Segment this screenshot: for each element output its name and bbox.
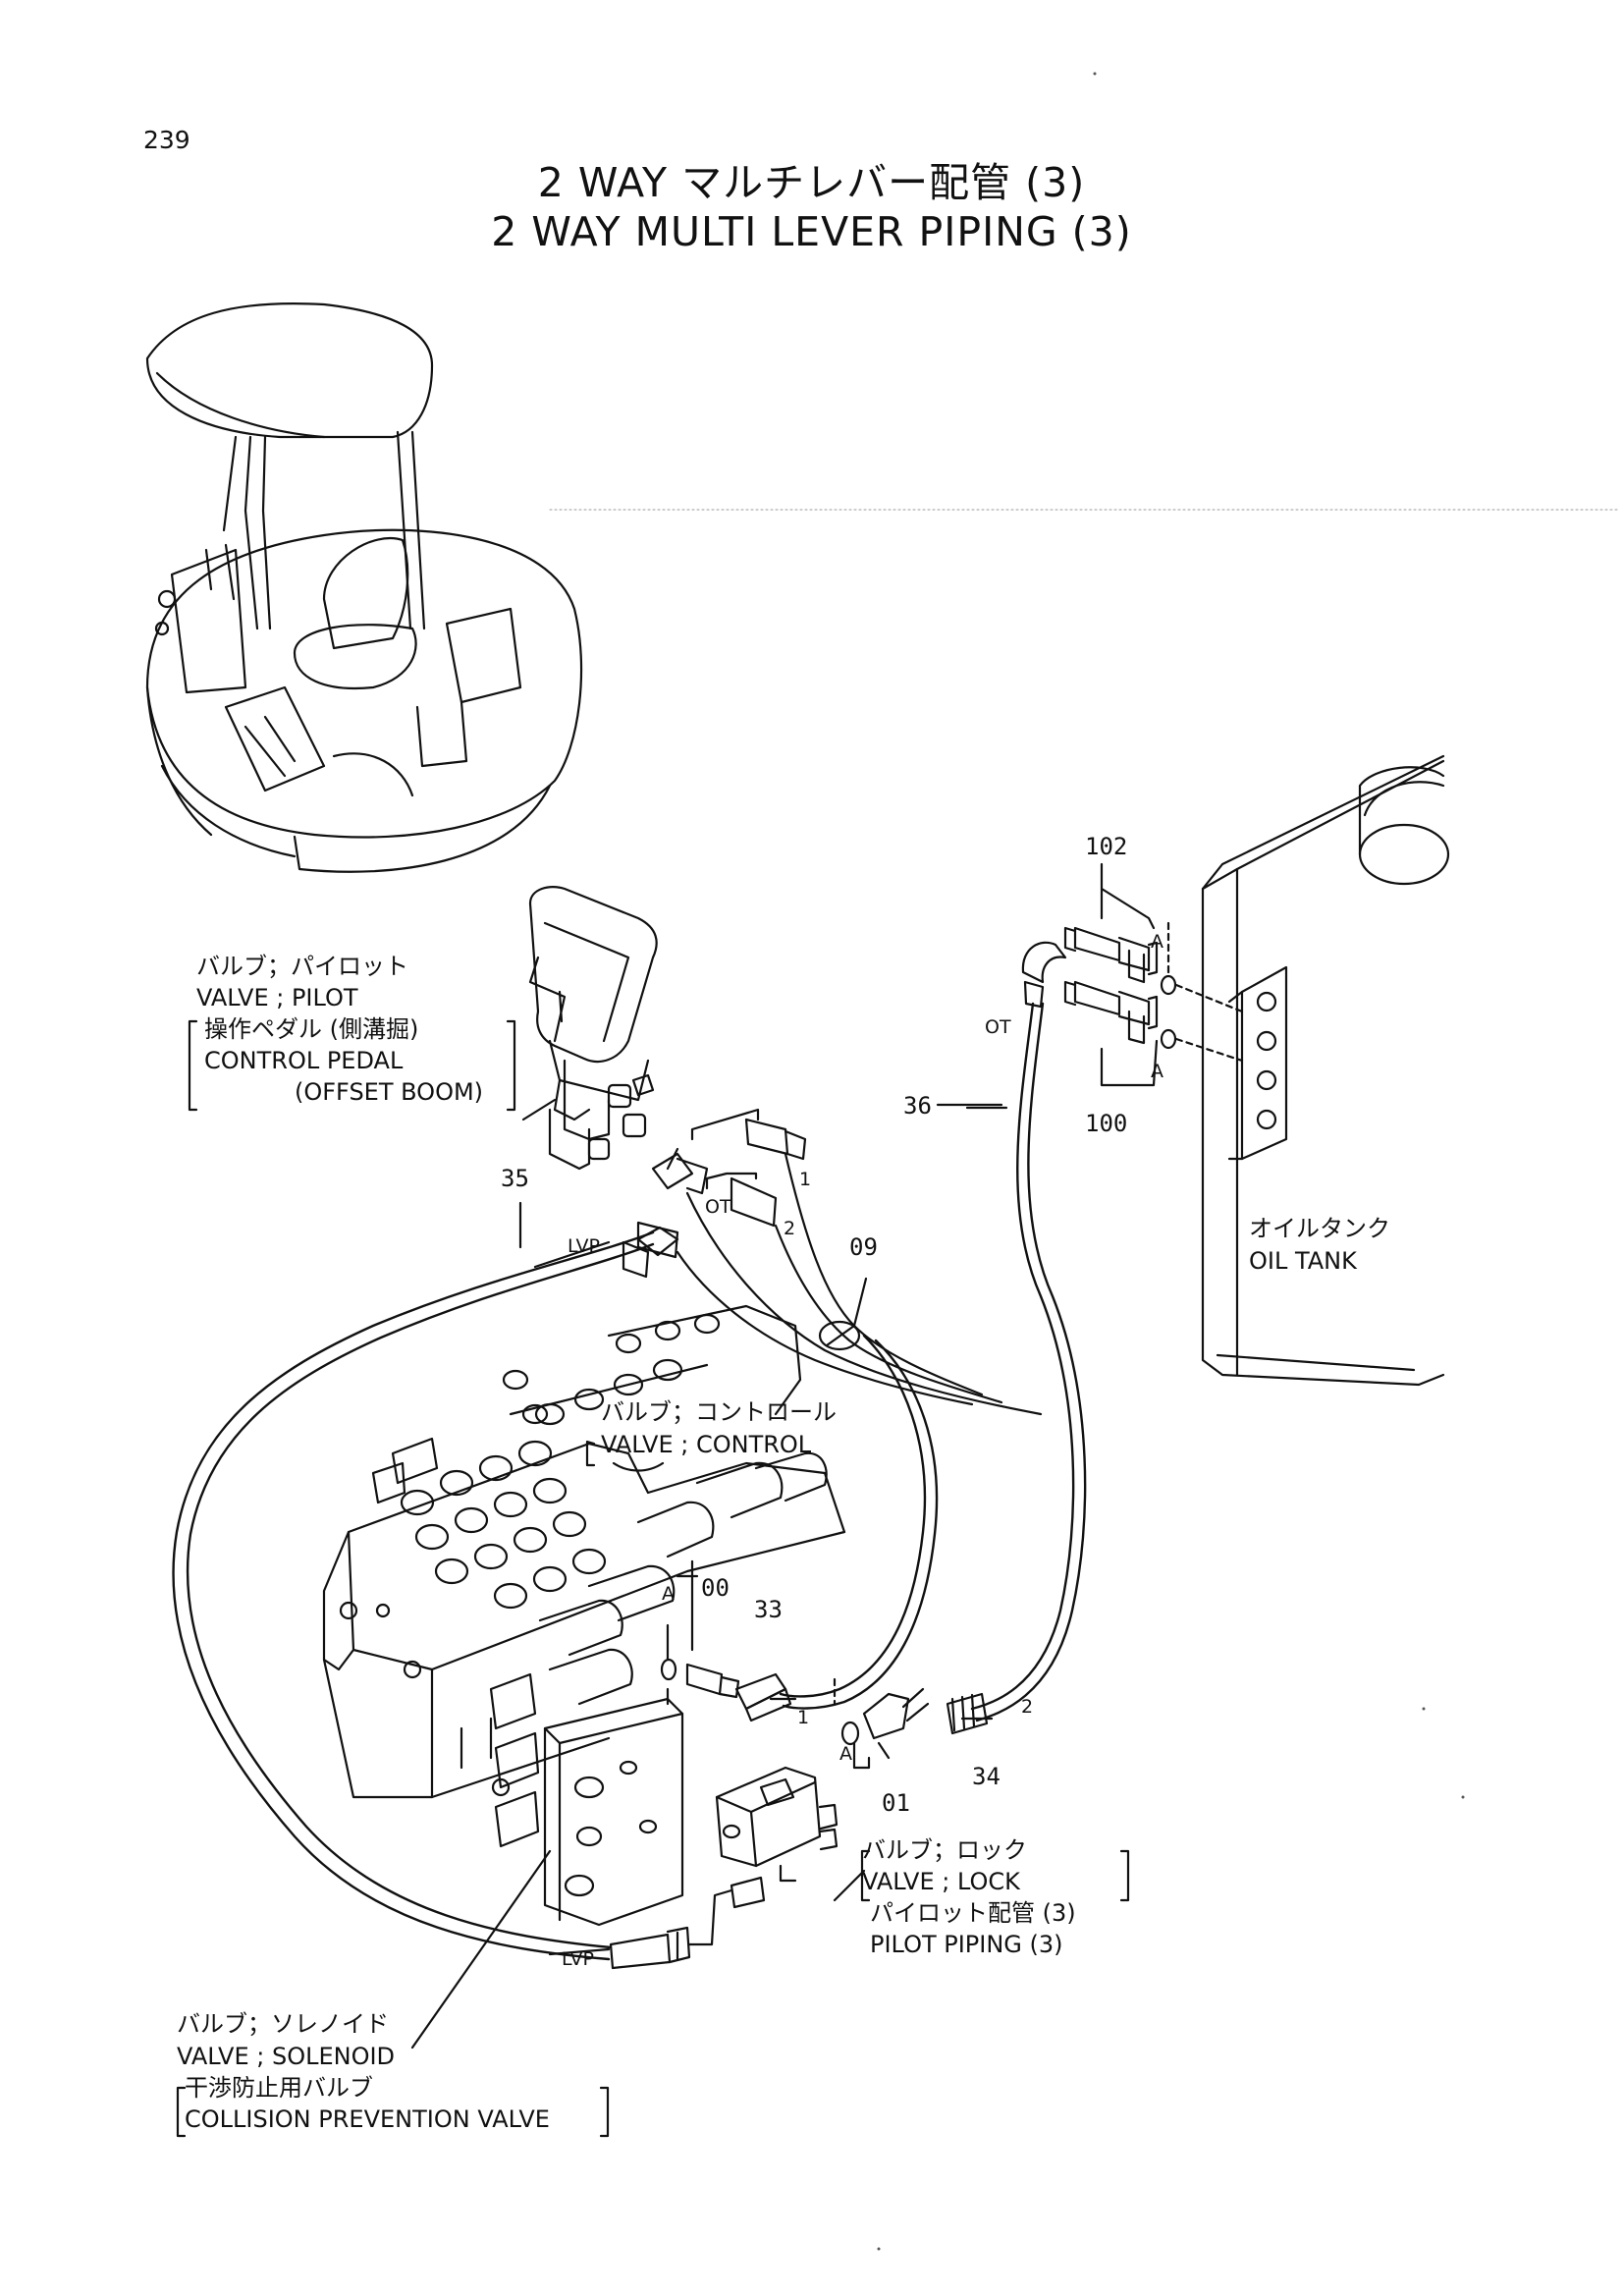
lock-valve-sub-en: PILOT PIPING (3)	[870, 1931, 1063, 1958]
oil-tank-illustration	[1201, 754, 1450, 1387]
hose-35	[172, 1230, 655, 1961]
part-number-09: 09	[849, 1233, 878, 1261]
part-number-01: 01	[882, 1789, 910, 1817]
marker-hose-2-top: 2	[784, 1218, 796, 1239]
lock-valve-sub-jp: パイロット配管 (3)	[870, 1899, 1076, 1927]
part-number-100: 100	[1085, 1110, 1128, 1137]
control-valve-label-en: VALVE ; CONTROL	[601, 1431, 812, 1458]
machine-overview-illustration	[145, 301, 583, 873]
marker-lvp-top: LVP	[568, 1235, 600, 1257]
solenoid-valve-label-jp: バルブ；ソレノイド	[177, 2010, 389, 2038]
oil-tank-label-en: OIL TANK	[1249, 1247, 1357, 1275]
marker-hose-2-bottom: 2	[1021, 1696, 1034, 1718]
marker-hose-1-bottom: 1	[797, 1707, 810, 1728]
control-valve-label-jp: バルブ；コントロール	[601, 1398, 837, 1426]
lock-valve-label-en: VALVE ; LOCK	[862, 1868, 1020, 1895]
solenoid-valve-label-en: VALVE ; SOLENOID	[177, 2043, 396, 2070]
solenoid-valve-sub-jp: 干渉防止用バルブ	[185, 2074, 373, 2102]
marker-a-100: A	[1151, 1061, 1163, 1082]
part-number-34: 34	[972, 1763, 1001, 1790]
pilot-valve-label-en: VALVE ; PILOT	[196, 984, 358, 1011]
part-number-33: 33	[754, 1596, 783, 1623]
title-english: 2 WAY MULTI LEVER PIPING (3)	[491, 208, 1132, 255]
marker-hose-1-top: 1	[799, 1169, 812, 1190]
pilot-valve-sub-en2: (OFFSET BOOM)	[295, 1078, 484, 1106]
pilot-pedal-valve	[528, 886, 658, 1171]
page-number: 239	[143, 126, 190, 154]
pilot-valve-label-jp: バルブ；パイロット	[196, 953, 408, 980]
part-number-35: 35	[501, 1165, 529, 1192]
part-number-00: 00	[701, 1574, 730, 1602]
solenoid-valve-body	[489, 1672, 684, 1927]
lock-valve-body	[715, 1766, 839, 1883]
tee-fitting-102	[1063, 926, 1159, 984]
marker-a-00: A	[662, 1583, 675, 1605]
marker-a-01: A	[839, 1743, 852, 1765]
hose-36	[970, 1002, 1075, 1711]
part-number-102: 102	[1085, 833, 1128, 860]
title-japanese: 2 WAY マルチレバー配管 (3)	[537, 159, 1086, 206]
control-valve-body	[322, 1304, 846, 1799]
marker-a-102: A	[1151, 931, 1163, 953]
solenoid-valve-sub-en: COLLISION PREVENTION VALVE	[185, 2105, 550, 2133]
pilot-valve-sub-en: CONTROL PEDAL	[204, 1047, 404, 1074]
lock-valve-label-jp: バルブ；ロック	[862, 1836, 1027, 1864]
part-number-36: 36	[903, 1092, 932, 1120]
marker-ot-36: OT	[985, 1016, 1011, 1038]
oil-tank-label-jp: オイルタンク	[1249, 1215, 1390, 1242]
marker-ot-pilot: OT	[705, 1196, 731, 1218]
pilot-valve-sub-jp: 操作ペダル (側溝掘)	[204, 1015, 419, 1043]
tee-fitting-100	[1063, 980, 1159, 1045]
marker-lvp-bottom: LVP	[562, 1948, 594, 1970]
